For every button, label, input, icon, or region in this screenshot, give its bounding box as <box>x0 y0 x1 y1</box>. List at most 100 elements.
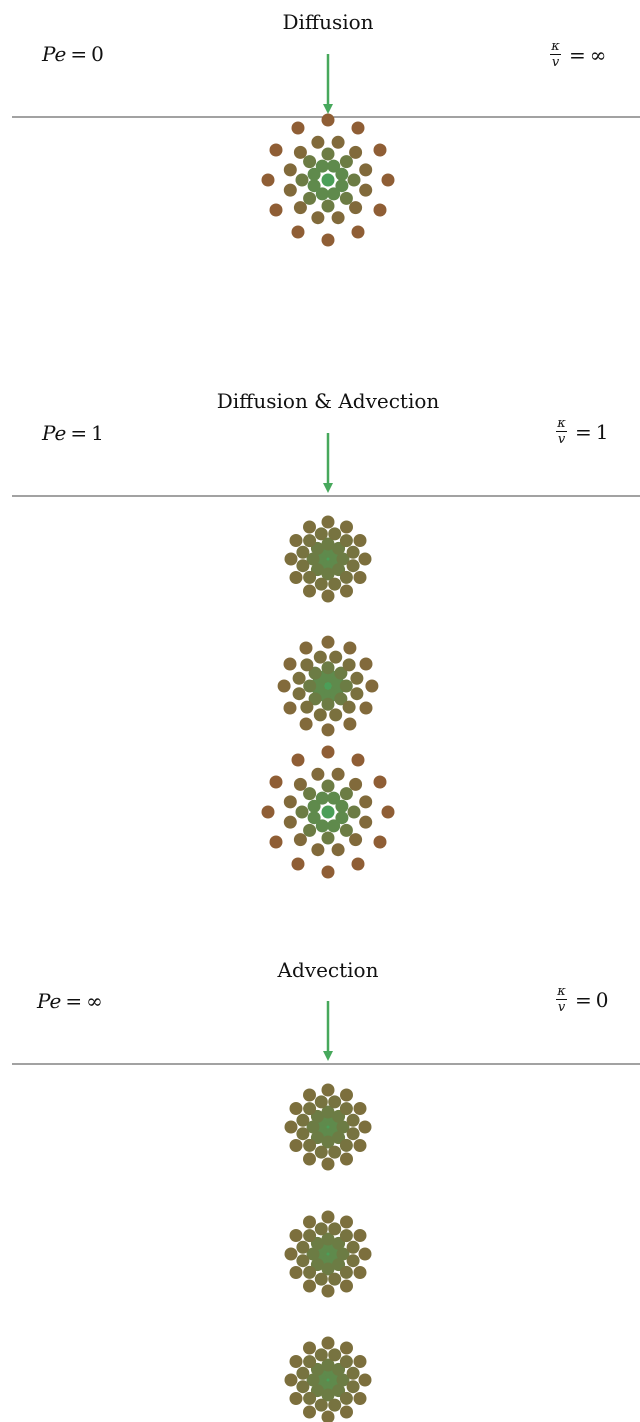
particle-p0-c0-r3-11 <box>359 163 373 177</box>
particle-p0-c0-r3-7 <box>293 145 307 159</box>
particle-p0-c0-r1-0 <box>335 179 349 193</box>
panel-title-diffusion-advection: Diffusion & Advection <box>216 389 440 413</box>
particle-p0-c0-r3-1 <box>349 201 363 215</box>
particle-p2-c0-r3-3 <box>314 1145 328 1159</box>
particle-p2-c1-r2-3 <box>306 1247 320 1261</box>
particle-p2-c0-r4-5 <box>289 1139 303 1152</box>
particle-p1-c2-r4-2 <box>351 857 365 871</box>
particle-p1-c1-r2-0 <box>334 692 348 706</box>
particle-p2-c1-r3-1 <box>339 1265 353 1279</box>
particle-p2-c0-r3-7 <box>303 1102 317 1116</box>
particle-p1-c2-r2-3 <box>295 805 309 819</box>
particle-p2-c2-r3-4 <box>303 1391 317 1405</box>
particle-p1-c1-r3-10 <box>342 658 356 672</box>
particle-p2-c0-r4-11 <box>353 1102 367 1115</box>
particle-p1-c1-r4-9 <box>321 635 335 649</box>
particle-p2-c0-r4-7 <box>289 1102 303 1115</box>
particle-p2-c2-r3-7 <box>303 1355 317 1369</box>
particle-p0-c0-r3-0 <box>359 183 373 197</box>
particle-p2-c0-r3-1 <box>339 1138 353 1152</box>
particle-p0-c0-r4-6 <box>261 173 275 187</box>
particle-p2-c1-r4-5 <box>289 1266 303 1279</box>
particle-p1-c2-r1-1 <box>327 819 341 833</box>
particle-p2-c0-r4-2 <box>340 1152 353 1166</box>
panel-title-diffusion: Diffusion <box>282 10 374 34</box>
particle-p2-c1-r4-6 <box>284 1247 298 1261</box>
particle-p1-c2-r2-4 <box>303 787 317 801</box>
particle-p0-c0-r2-3 <box>295 173 309 187</box>
particle-p1-c0-r3-6 <box>296 545 310 559</box>
pe-value: 0 <box>91 42 104 66</box>
particle-p1-c2-r4-8 <box>291 753 305 767</box>
particle-p0-c0-r2-1 <box>321 199 335 213</box>
ratio-value: 0 <box>595 987 609 1012</box>
particle-p2-c2-r3-8 <box>314 1348 328 1362</box>
particle-p1-c1-r4-4 <box>299 717 313 731</box>
particle-p0-c0-r1-7 <box>335 167 349 181</box>
particle-p1-c2-r4-3 <box>321 865 335 879</box>
particle-p2-c2-r2-5 <box>321 1358 335 1372</box>
particle-p2-c0-r4-0 <box>358 1120 372 1134</box>
particle-p1-c1-r2-6 <box>334 666 348 680</box>
pe-label-advection: Pe=∞ <box>37 989 103 1013</box>
ratio-value: 1 <box>595 419 609 444</box>
particle-p1-c1-r3-0 <box>350 687 364 701</box>
particle-p1-c1-r3-8 <box>313 650 327 664</box>
particle-p1-c2-r3-8 <box>311 767 325 781</box>
panel-title-advection: Advection <box>277 958 379 982</box>
particle-p2-c1-r3-4 <box>303 1265 317 1279</box>
particle-p1-c2-r3-9 <box>331 767 345 781</box>
particle-p2-c2-r4-6 <box>284 1373 298 1387</box>
particle-p0-c0-r3-9 <box>331 135 345 149</box>
particle-p1-c0-r3-9 <box>328 527 342 541</box>
particle-p2-c1-r3-6 <box>296 1240 310 1254</box>
particle-p0-c0-r3-3 <box>311 211 325 225</box>
particle-p0-c0-r4-0 <box>381 173 395 187</box>
pe-symbol: Pe <box>42 42 67 66</box>
particle-p1-c2-r3-5 <box>283 815 297 829</box>
particle-p1-c1-r4-7 <box>283 657 297 671</box>
particle-p2-c1-r3-2 <box>328 1272 342 1286</box>
particle-p1-c2-r2-5 <box>321 779 335 793</box>
particle-p2-c2-r4-10 <box>340 1341 353 1355</box>
particle-p2-c0-r3-6 <box>296 1113 310 1127</box>
particle-p1-c2-r2-1 <box>321 831 335 845</box>
particle-p2-c2-r3-10 <box>339 1355 353 1369</box>
particle-p1-c2-r2-2 <box>303 823 317 837</box>
particle-p2-c2-r4-3 <box>321 1410 335 1422</box>
particle-p1-c1-r2-7 <box>339 679 353 693</box>
particle-p1-c1-r2-1 <box>321 697 335 711</box>
particle-p1-c1-r2-4 <box>308 666 322 680</box>
particle-p1-c2-r1-2 <box>315 819 329 833</box>
particle-p1-c1-r3-5 <box>292 687 306 701</box>
particle-p1-c2-r4-9 <box>321 745 335 759</box>
particle-p1-c1-r3-7 <box>300 658 314 672</box>
particle-p1-c2-r4-4 <box>291 857 305 871</box>
particle-p1-c1-r4-8 <box>299 641 313 655</box>
particle-p1-c1-r4-1 <box>359 701 373 715</box>
pe-symbol: Pe <box>42 421 67 445</box>
pe-label-diffusion-advection: Pe=1 <box>42 421 104 445</box>
particle-p1-c2-r2-7 <box>347 805 361 819</box>
particle-p2-c1-r4-10 <box>340 1215 353 1229</box>
particle-p1-c0-r4-0 <box>358 552 372 566</box>
particle-p2-c1-r4-4 <box>303 1279 316 1293</box>
particle-p1-c2-r2-6 <box>339 787 353 801</box>
particle-p2-c1-r3-10 <box>339 1229 353 1243</box>
particle-p1-c2-r3-3 <box>311 843 325 857</box>
particle-p0-c0-r4-3 <box>321 233 335 247</box>
particle-p1-c1-r3-2 <box>329 708 343 722</box>
particle-p2-c2-r3-3 <box>314 1398 328 1412</box>
particle-p2-c2-r3-9 <box>328 1348 342 1362</box>
particle-p2-c1-r4-1 <box>353 1266 367 1279</box>
particle-p1-c1-r2-5 <box>321 661 335 675</box>
particle-p1-c2-r3-6 <box>283 795 297 809</box>
particle-p1-c0-r2-3 <box>306 552 320 566</box>
particle-p0-c0-r4-10 <box>351 121 365 135</box>
particle-p2-c0-r3-0 <box>346 1127 360 1141</box>
particle-p0-c0-r2-6 <box>339 155 353 169</box>
particle-p2-c0-r4-4 <box>303 1152 316 1166</box>
